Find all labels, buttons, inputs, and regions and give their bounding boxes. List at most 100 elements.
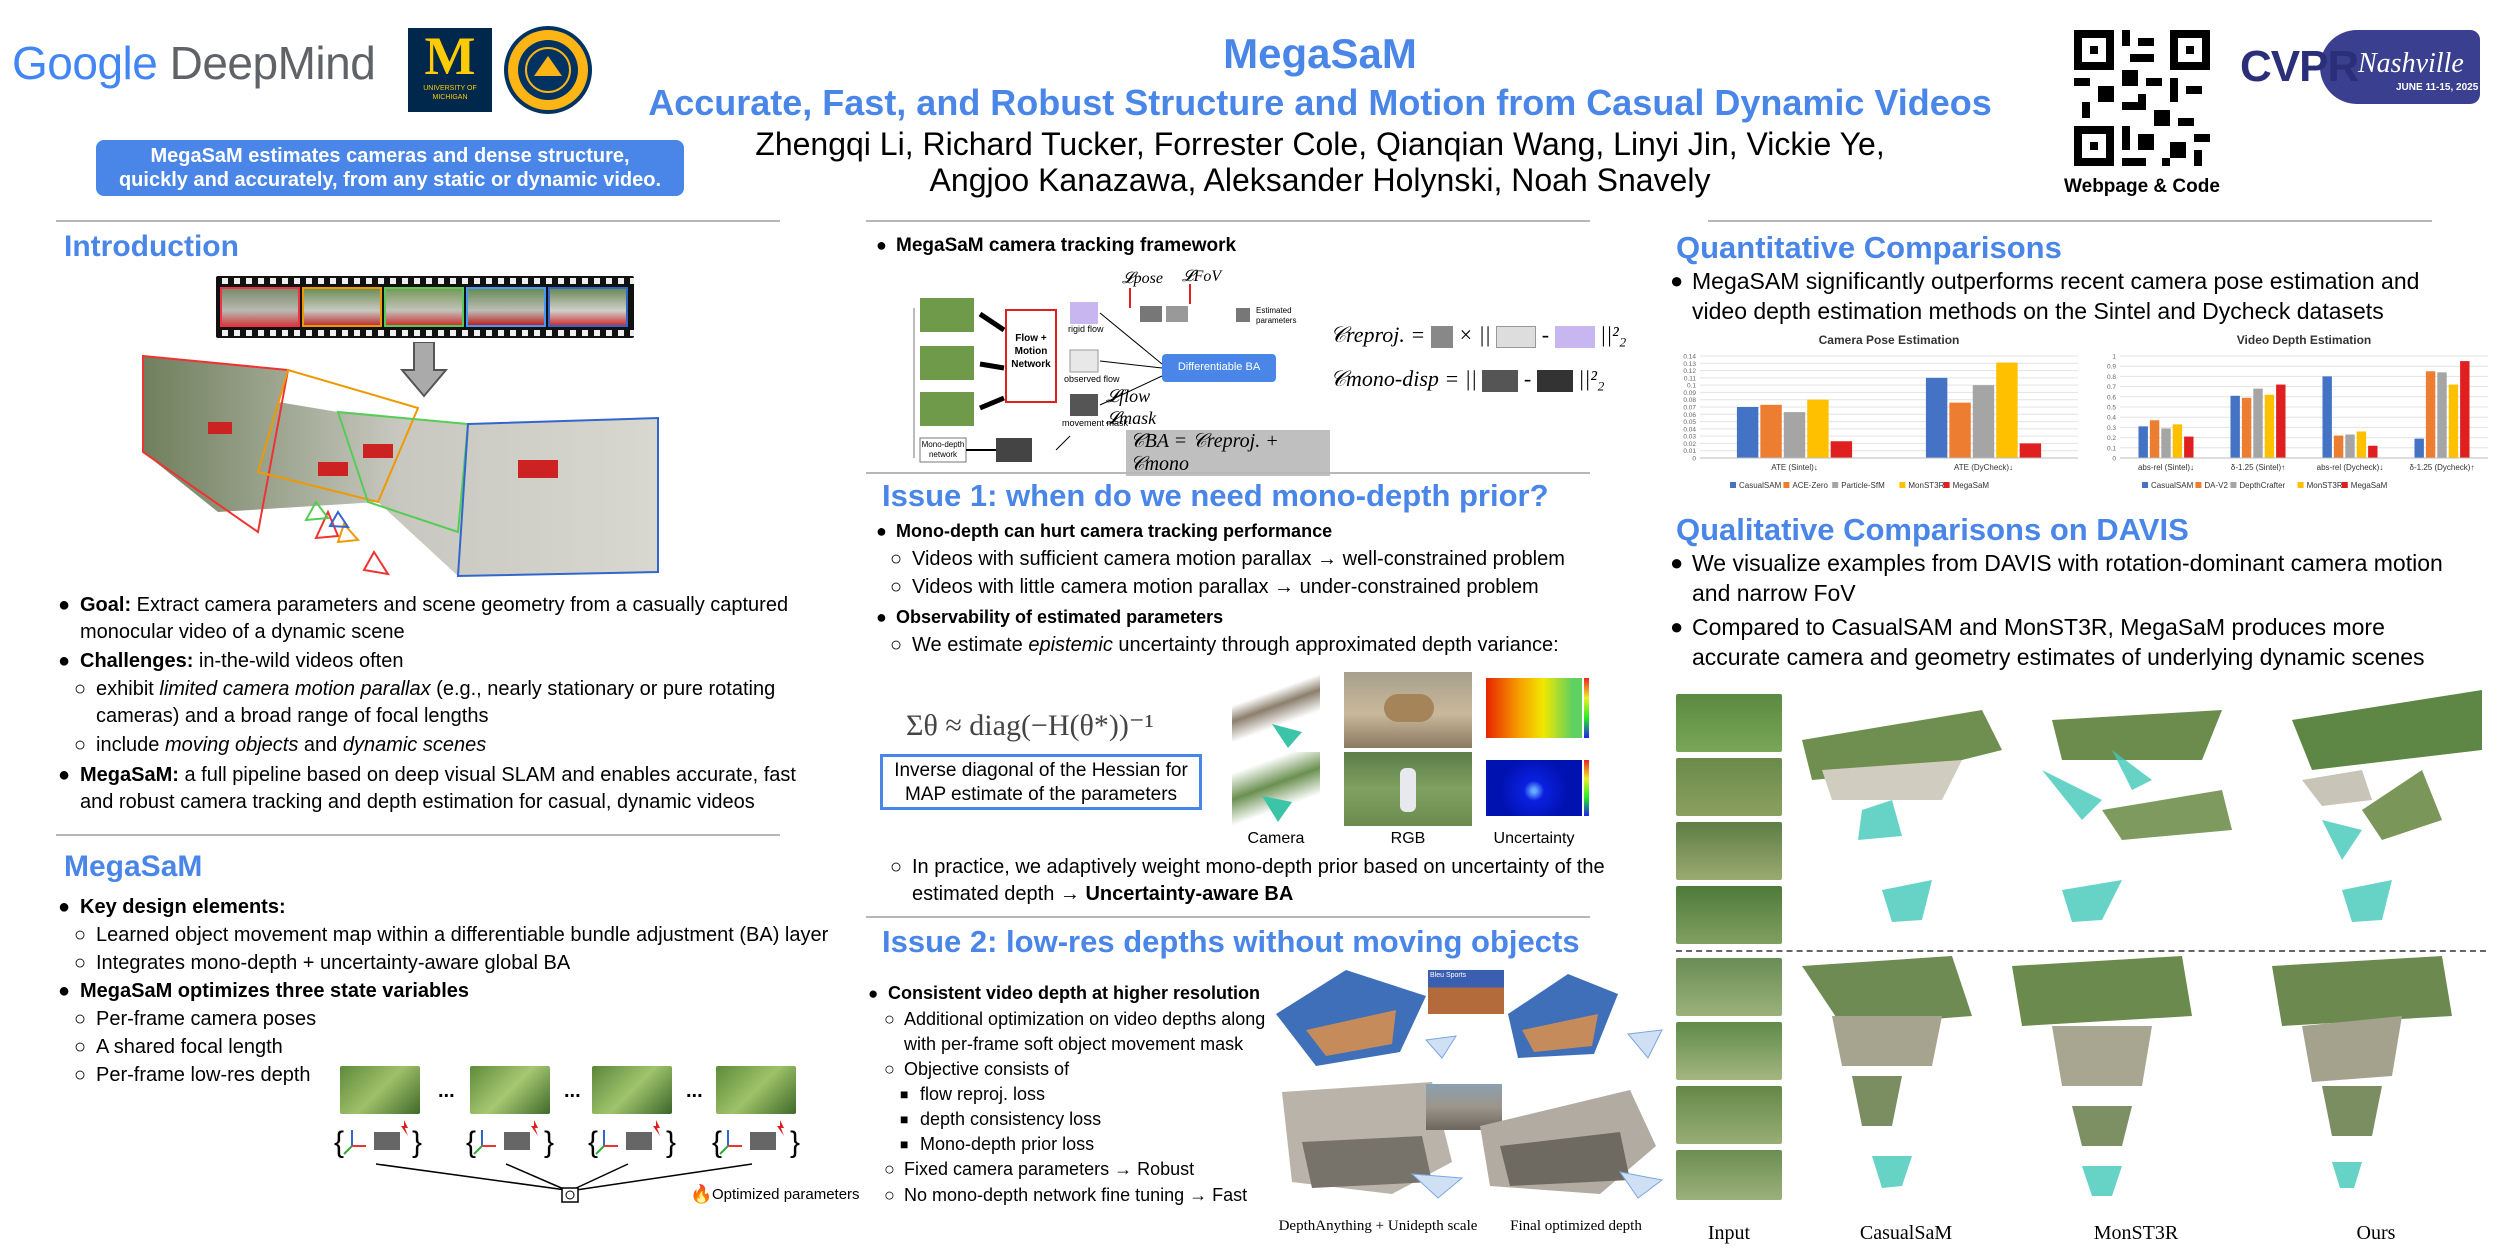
optimizes-label: MegaSaM optimizes three state variables [80,980,470,1002]
bar [2460,361,2470,458]
key-design-label: Key design elements: [80,896,286,918]
issue2-s1: Additional optimization on video depths … [904,1009,1266,1029]
y-tick-label: 0.8 [2107,374,2116,381]
x-tick-label: abs-rel (Dycheck)↓ [2317,463,2384,472]
legend-swatch [1783,482,1790,488]
y-tick-label: 0.4 [2107,415,2116,422]
optimization-figure: ... ... ... {} {} {} {} 🔥 Optimized para… [330,1060,870,1210]
sub-bullet-icon: ○ [884,1009,895,1029]
x-tick-label: ATE (Sintel)↓ [1771,463,1818,472]
separator-dashed [1676,950,2486,952]
input-frame [1676,886,1782,944]
ellipsis: ... [438,1080,455,1102]
optimized-params-label: Optimized parameters [712,1186,860,1203]
movement-mask-label: movement mask [1062,418,1129,428]
square-bullet-icon: ■ [900,1136,909,1152]
loss-pose-label: 𝓛pose [1122,270,1163,287]
bar [2276,384,2286,458]
bullet-icon: ● [876,521,887,541]
poster-title: MegaSaM [1223,30,1417,77]
y-tick-label: 0.6 [2107,394,2116,401]
bar [2138,426,2148,458]
hessian-formula: Σθ ≈ diag(−H(θ*))⁻¹ [906,709,1154,742]
y-tick-label: 1 [2112,354,2116,361]
key-design-1: Learned object movement map within a dif… [96,924,829,946]
input-frame [1676,1022,1782,1080]
bullet-icon: ● [58,764,71,786]
mono-depth-network-label: Mono-depth network [921,440,965,459]
y-tick-label: 0.9 [2107,364,2116,371]
y-tick-label: 0.7 [2107,384,2116,391]
y-tick-label: 0.11 [1684,375,1697,382]
y-tick-label: 0.07 [1683,405,1696,412]
qr-caption: Webpage & Code [2064,176,2220,197]
bar [1972,385,1995,458]
input-frame [1676,758,1782,816]
video-filmstrip [216,276,634,338]
intro-goal-line2: monocular video of a dynamic scene [80,621,405,643]
qr-code[interactable] [2074,30,2210,166]
input-frame [1676,958,1782,1016]
square-bullet-icon: ■ [900,1086,909,1102]
issue1-b1b: Videos with little camera motion paralla… [912,576,1539,598]
y-tick-label: 0.04 [1683,426,1696,433]
x-tick-label: δ-1.25 (Sintel)↑ [2231,463,2285,472]
bar [2414,438,2424,458]
cost-mono-eq: 𝒞mono-disp = || - ||²₂ [1330,366,1605,392]
y-tick-label: 0.5 [2107,405,2116,412]
y-tick-label: 0.03 [1683,434,1696,441]
differentiable-ba-label: Differentiable BA [1177,361,1261,373]
depth-figure-left-top [1276,970,1466,1070]
y-tick-label: 0.01 [1683,448,1696,455]
framework-diagram: Flow + Motion Network rigid flow observe… [900,268,1330,476]
sub-bullet-icon: ○ [884,1185,895,1205]
intro-reconstruction-figure [138,352,668,584]
legend-label: DepthCrafter [2239,481,2285,490]
camera-viz-1 [1232,674,1320,748]
divider [56,834,780,836]
qualitative-grid [1676,690,2486,1200]
legend-swatch [2195,482,2202,488]
issue1-heading: Issue 1: when do we need mono-depth prio… [882,478,1549,513]
bar [2264,394,2275,458]
deepmind-wordmark: DeepMind [169,37,376,89]
bar [2149,420,2160,458]
authors-line-2: Angjoo Kanazawa, Aleksander Holynski, No… [929,162,1711,198]
bar [2184,436,2194,458]
legend-label: MegaSaM [1953,481,1990,490]
hessian-box: Inverse diagonal of the Hessian for MAP … [880,754,1202,810]
cvpr-wordmark: CVPR [2240,42,2359,91]
sub-bullet-icon: ○ [74,952,87,974]
google-deepmind-logo: Google DeepMind [12,36,376,90]
depth-figure-right-top [1498,974,1668,1070]
sub-bullet-icon: ○ [884,1059,895,1079]
legend-label: DA-V2 [2204,481,2228,490]
street-thumbnail [1426,1084,1502,1130]
bullet-icon: ● [876,235,887,255]
umich-logo: M UNIVERSITY OF MICHIGAN [408,28,492,112]
caption-uncertainty: Uncertainty [1493,830,1575,847]
cost-ba-label: 𝒞BA = 𝒞reproj. + 𝒞mono [1126,430,1330,476]
legend-label: CasualSAM [2151,481,2194,490]
tagline-box: MegaSaM estimates cameras and dense stru… [96,140,684,196]
y-tick-label: 0.2 [2107,435,2116,442]
issue1-b1a: Videos with sufficient camera motion par… [912,548,1565,570]
caption-depthanything: DepthAnything + Unidepth scale [1278,1218,1478,1234]
square-bullet-icon: ■ [900,1111,909,1127]
y-tick-label: 0.08 [1683,397,1696,404]
issue2-s4: No mono-depth network fine tuning → Fast [904,1185,1248,1205]
bar [2333,435,2344,458]
ellipsis: ... [564,1080,581,1102]
issue1-b3: In practice, we adaptively weight mono-d… [912,856,1605,878]
quant-text-line2: video depth estimation methods on the Si… [1692,298,2384,324]
poster-subtitle: Accurate, Fast, and Robust Structure and… [648,82,1992,123]
legend-swatch [1730,482,1736,488]
y-tick-label: 0 [1692,456,1696,463]
svg-text:}: } [544,1126,554,1159]
state-var-3: Per-frame low-res depth [96,1064,311,1086]
issue2-t3: Mono-depth prior loss [920,1134,1095,1154]
depth-figure-right-bottom [1480,1086,1666,1200]
svg-text:}: } [412,1126,422,1159]
cvpr-dates: JUNE 11-15, 2025 [2396,82,2479,93]
bar [2253,388,2263,458]
